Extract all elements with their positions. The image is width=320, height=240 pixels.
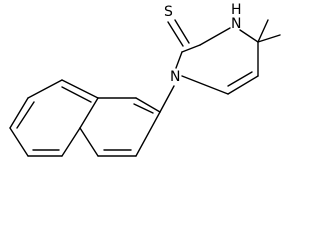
bond-r6 — [135, 111, 161, 157]
bond-n1-c2 — [175, 51, 183, 69]
gem-dimethyl — [257, 19, 281, 43]
bond-l3 — [9, 97, 29, 129]
bond-n1-naphthyl — [159, 85, 175, 113]
nh-hydrogen-label: H — [231, 2, 242, 18]
bond-c4-methyl-2 — [257, 19, 269, 43]
bond-l2 — [27, 79, 63, 99]
dihydropyrimidine-ring — [175, 27, 259, 95]
naphthalene-left-ring — [9, 79, 99, 157]
bond-c2-s-outer — [167, 21, 184, 47]
bond-c6-n1 — [181, 75, 229, 95]
bond-l4 — [9, 127, 29, 157]
bond-c2-s-inner — [174, 19, 190, 44]
n1-nitrogen-label: N — [170, 69, 180, 85]
bond-c2-connector — [181, 44, 201, 53]
naphthalene-right-ring — [79, 97, 161, 157]
bond-r1-inner — [133, 103, 154, 114]
nh-nitrogen-label: N — [231, 16, 241, 32]
bond-l3-inner — [16, 101, 35, 129]
bond-l1 — [61, 79, 99, 99]
bond-r4 — [79, 127, 99, 157]
bond-n3-c4 — [239, 29, 259, 43]
chemical-structure-diagram: S H N N — [9, 2, 281, 157]
bond-c4-methyl-1 — [257, 34, 281, 43]
bond-r1 — [135, 97, 161, 113]
bond-l6 — [61, 127, 81, 157]
bond-r3 — [79, 97, 99, 129]
thione-double-bond — [167, 19, 190, 47]
bond-c5-c6 — [227, 75, 259, 95]
bond-c5-c6-inner — [227, 71, 253, 87]
sulfur-atom-label: S — [164, 4, 173, 20]
bond-l1-inner — [61, 86, 92, 103]
bond-c2-n3 — [199, 27, 231, 46]
